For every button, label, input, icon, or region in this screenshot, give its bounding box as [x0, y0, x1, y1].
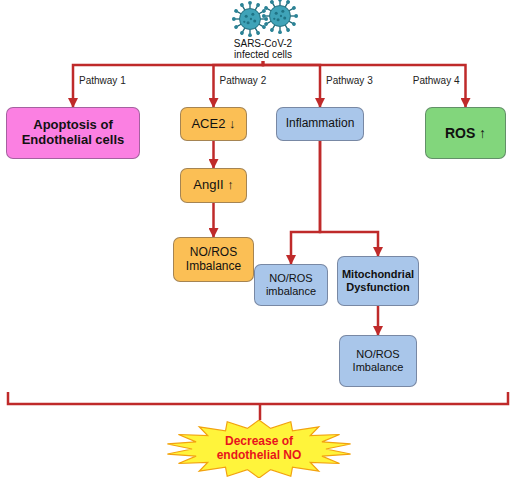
- node-text: ACE2 ↓: [191, 117, 235, 132]
- pathway-label: Pathway 4: [413, 75, 460, 86]
- node-text: NO/ROS Imbalance: [178, 246, 249, 274]
- process-box: Inflammation: [276, 107, 364, 141]
- arrow-connector: [291, 141, 320, 264]
- pathway-label: Pathway 3: [326, 75, 373, 86]
- node-text: Decrease of endothelial NO: [166, 435, 352, 463]
- arrow-connector: [320, 141, 378, 256]
- virus-caption: SARS-CoV-2 infected cells: [222, 37, 304, 61]
- process-box: AngII ↑: [180, 168, 247, 203]
- caption-text: SARS-CoV-2 infected cells: [222, 38, 304, 61]
- node-text: Apoptosis of Endothelial cells: [11, 118, 135, 148]
- node-text: NO/ROS imbalance: [259, 272, 323, 297]
- arrow-connector: [263, 61, 320, 107]
- process-box: Apoptosis of Endothelial cells: [6, 107, 140, 159]
- pathway-label: Pathway 2: [220, 75, 267, 86]
- node-text: ROS ↑: [445, 125, 486, 141]
- merge-bracket: [8, 392, 508, 420]
- process-box: NO/ROS imbalance: [254, 264, 328, 306]
- node-text: AngII ↑: [193, 178, 233, 193]
- process-box: Mitochondrial Dysfunction: [337, 256, 419, 306]
- node-text: NO/ROS Imbalance: [344, 348, 412, 373]
- process-box: ROS ↑: [425, 107, 506, 159]
- outcome-starburst: Decrease of endothelial NO: [166, 420, 352, 478]
- node-text: Inflammation: [286, 117, 355, 131]
- arrow-connector: [212, 141, 215, 168]
- process-box: ACE2 ↓: [180, 107, 247, 141]
- process-box: NO/ROS Imbalance: [173, 237, 254, 282]
- arrow-connector: [377, 306, 380, 335]
- pathway-label: Pathway 1: [79, 75, 126, 86]
- arrow-connector: [263, 61, 466, 107]
- process-box: NO/ROS Imbalance: [339, 335, 417, 387]
- virus-illustration: [232, 0, 298, 37]
- node-text: Mitochondrial Dysfunction: [342, 268, 414, 293]
- arrow-connector: [212, 203, 215, 237]
